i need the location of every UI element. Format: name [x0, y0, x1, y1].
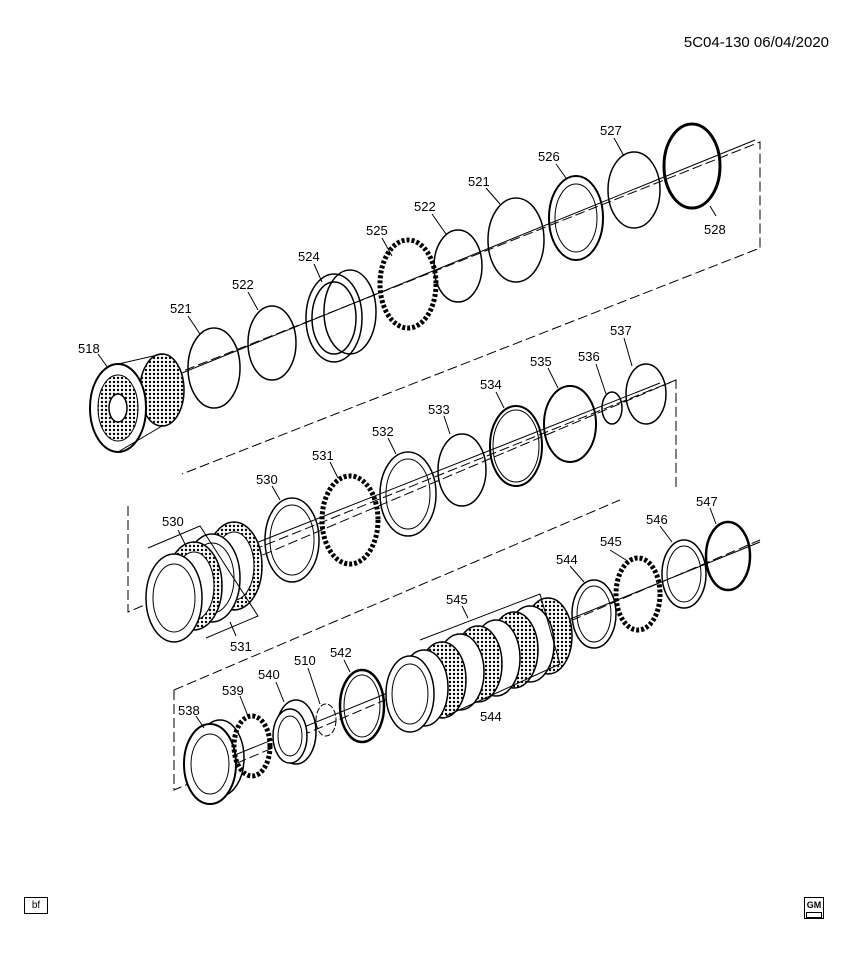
part-526-plate [548, 175, 604, 261]
part-532-plate [379, 451, 437, 537]
part-537-ring [625, 363, 667, 425]
callout-545: 545 [446, 592, 468, 607]
gm-logo-bar [806, 912, 822, 918]
callout-547: 547 [696, 494, 718, 509]
callout-532: 532 [372, 424, 394, 439]
callout-518: 518 [78, 341, 100, 356]
part-546-plate [661, 539, 707, 609]
gm-logo-icon: GM [804, 897, 824, 919]
callout-544-b: 544 [556, 552, 578, 567]
callout-531: 531 [312, 448, 334, 463]
callout-544: 544 [480, 709, 502, 724]
callout-540: 540 [258, 667, 280, 682]
document-id: 5C04-130 06/04/2020 [683, 34, 829, 51]
part-535-seal [543, 385, 597, 463]
callout-530: 530 [256, 472, 278, 487]
callout-521: 521 [170, 301, 192, 316]
part-525-clutch-plate [377, 237, 439, 331]
part-547-snap-ring [704, 520, 752, 592]
part-531-clutch-plate [319, 473, 381, 567]
part-518-drum [89, 353, 185, 453]
callout-526: 526 [538, 149, 560, 164]
part-539-spring [231, 713, 273, 779]
leader-lines [97, 137, 717, 729]
part-530-531-clutch-pack [145, 521, 263, 643]
callout-521-b: 521 [468, 174, 490, 189]
callout-524: 524 [298, 249, 320, 264]
part-540-piston [272, 699, 317, 765]
part-533-ring [437, 433, 487, 507]
part-527-ring [607, 151, 661, 229]
callout-538: 538 [178, 703, 200, 718]
callout-545-b: 545 [600, 534, 622, 549]
callout-534: 534 [480, 377, 502, 392]
part-542-seal [338, 668, 386, 744]
part-544-545-clutch-pack [385, 593, 573, 733]
gm-logo-text: GM [806, 900, 822, 910]
part-544-plate [571, 579, 617, 649]
callout-537: 537 [610, 323, 632, 338]
part-538-housing [183, 719, 245, 805]
callout-labels: 518 521 522 524 525 522 521 526 527 528 … [78, 123, 726, 724]
callout-536: 536 [578, 349, 600, 364]
callout-527: 527 [600, 123, 622, 138]
part-530-plate [264, 497, 320, 583]
part-521-ring [187, 327, 241, 409]
part-545-clutch-plate [613, 555, 663, 633]
callout-530-b: 530 [162, 514, 184, 529]
callout-522: 522 [232, 277, 254, 292]
callout-535: 535 [530, 354, 552, 369]
part-510-small-ring [315, 703, 337, 737]
bf-tag: bf [24, 897, 48, 914]
callout-533: 533 [428, 402, 450, 417]
callout-542: 542 [330, 645, 352, 660]
part-521-ring-b [487, 197, 545, 283]
part-524-piston [305, 269, 377, 363]
part-522-ring-b [433, 229, 483, 303]
part-536-small-ring [601, 391, 623, 425]
part-528-snap-ring [662, 122, 722, 210]
callout-528: 528 [704, 222, 726, 237]
callout-531-b: 531 [230, 639, 252, 654]
callout-539: 539 [222, 683, 244, 698]
callout-522-b: 522 [414, 199, 436, 214]
part-534-seal [489, 405, 543, 487]
callout-546: 546 [646, 512, 668, 527]
part-522-ring [247, 305, 297, 381]
callout-510: 510 [294, 653, 316, 668]
callout-525: 525 [366, 223, 388, 238]
